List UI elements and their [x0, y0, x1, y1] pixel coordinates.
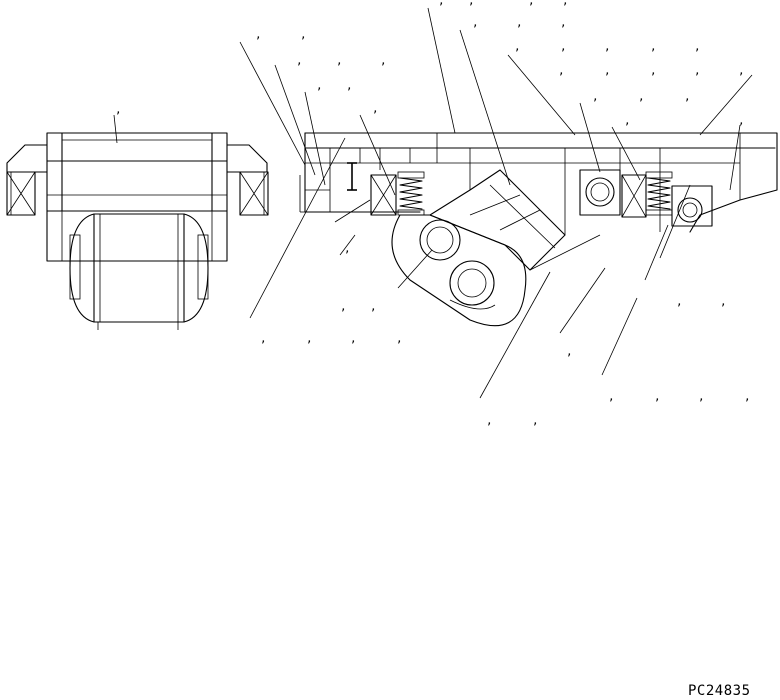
callout-mark: ,: [396, 332, 403, 345]
callout-mark: ,: [624, 114, 631, 127]
callout-mark: ,: [684, 90, 691, 103]
callout-mark: ,: [380, 54, 387, 67]
callout-mark: ,: [372, 102, 379, 115]
callout-mark: ,: [604, 64, 611, 77]
callout-mark: ,: [744, 390, 751, 403]
callout-mark: ,: [738, 64, 745, 77]
callout-mark: ,: [344, 242, 351, 255]
side-view: [239, 7, 778, 399]
drawing-code: PC24835: [688, 683, 751, 699]
callout-mark: ,: [300, 28, 307, 41]
callout-mark: ,: [346, 79, 353, 92]
callout-mark: ,: [296, 54, 303, 67]
callout-mark: ,: [560, 16, 567, 29]
callout-mark: ,: [604, 40, 611, 53]
callout-mark: ,: [350, 332, 357, 345]
callout-mark: ,: [438, 0, 445, 7]
callout-mark: ,: [592, 90, 599, 103]
callout-mark: ,: [676, 295, 683, 308]
callout-mark: ,: [316, 79, 323, 92]
callout-mark: ,: [608, 390, 615, 403]
callout-mark: ,: [115, 103, 122, 116]
callout-mark: ,: [472, 16, 479, 29]
callout-mark: ,: [650, 64, 657, 77]
callout-mark: ,: [566, 345, 573, 358]
callout-mark: ,: [514, 40, 521, 53]
callout-marks: , , , , , , , , , , , , , , , , , , , , …: [115, 0, 751, 427]
callout-mark: ,: [638, 90, 645, 103]
callout-mark: ,: [654, 390, 661, 403]
callout-mark: ,: [562, 0, 569, 7]
callout-mark: ,: [694, 40, 701, 53]
callout-mark: ,: [486, 414, 493, 427]
callout-mark: ,: [306, 332, 313, 345]
callout-mark: ,: [694, 64, 701, 77]
callout-mark: ,: [698, 390, 705, 403]
callout-mark: ,: [336, 54, 343, 67]
callout-mark: ,: [720, 295, 727, 308]
callout-mark: ,: [516, 16, 523, 29]
callout-mark: ,: [738, 114, 745, 127]
callout-mark: ,: [532, 414, 539, 427]
callout-mark: ,: [255, 28, 262, 41]
callout-mark: ,: [650, 40, 657, 53]
callout-mark: ,: [528, 0, 535, 7]
callout-mark: ,: [340, 300, 347, 313]
callout-mark: ,: [560, 40, 567, 53]
callout-mark: ,: [468, 0, 475, 7]
callout-mark: ,: [558, 64, 565, 77]
callout-mark: ,: [370, 300, 377, 313]
front-view: [6, 114, 269, 330]
callout-mark: ,: [260, 332, 267, 345]
